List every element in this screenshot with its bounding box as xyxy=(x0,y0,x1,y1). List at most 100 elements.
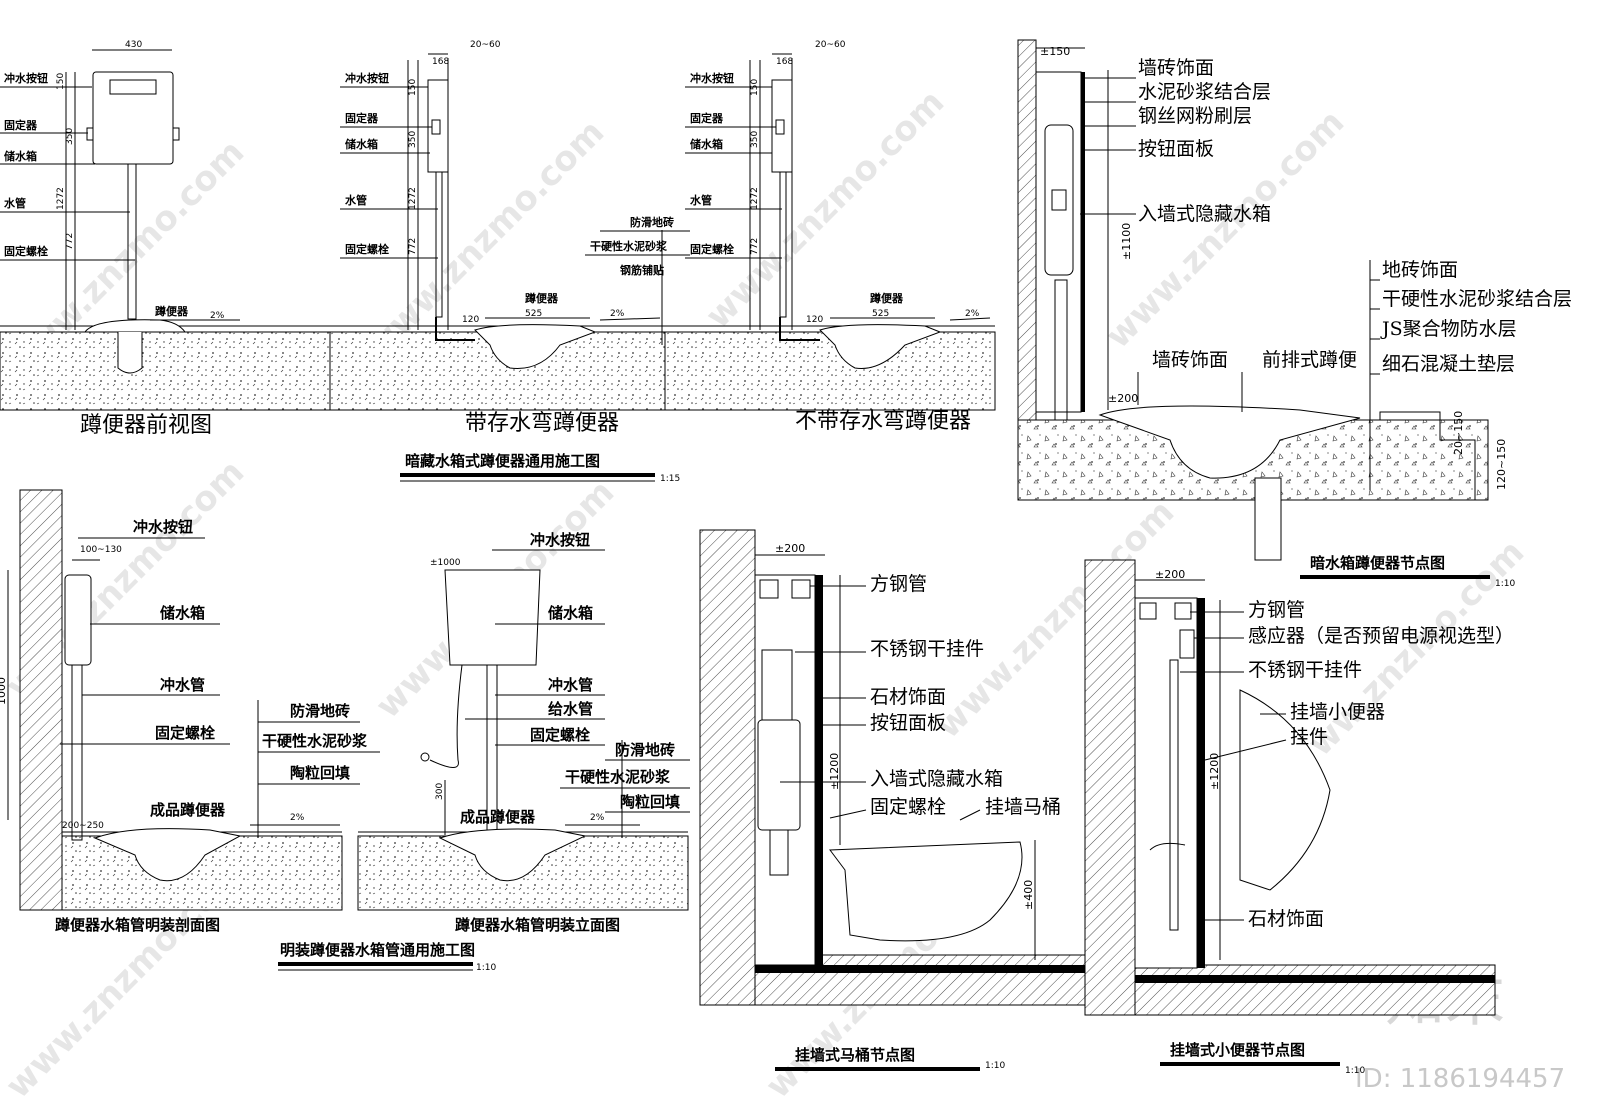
dim-b: 350 xyxy=(408,131,418,148)
diagram-wall-hung-toilet-node: ±200 ±1200 ±400 方钢管 不锈钢干挂件 石材饰面 按钮面板 入墙式… xyxy=(699,529,1091,1071)
front-squat-pan xyxy=(1098,405,1361,479)
group-title: 暗藏水箱式蹲便器通用施工图 xyxy=(405,452,600,470)
diagram-scale: 1:10 xyxy=(1495,579,1515,589)
label-floor-tile: 地砖饰面 xyxy=(1382,259,1458,281)
wall-toilet xyxy=(829,841,1023,942)
label-flush-button: 冲水按钮 xyxy=(530,531,590,549)
dim-f: 525 xyxy=(872,309,889,319)
label-bolt: 固定螺栓 xyxy=(155,724,215,742)
label-flush-button: 冲水按钮 xyxy=(345,71,389,85)
dim-r2: 120~150 xyxy=(1495,439,1508,490)
diagram-exposed-tank-elevation: ±1000 300 冲水按钮 储水箱 冲水管 给水管 固定螺栓 防滑地砖 干硬性… xyxy=(357,531,690,934)
label-slope: 2% xyxy=(610,309,625,319)
dim-h: 300 xyxy=(435,783,445,800)
label-concrete: 细石混凝土垫层 xyxy=(1382,353,1515,375)
label-fill: 陶粒回填 xyxy=(620,793,680,811)
label-flush-pipe: 冲水管 xyxy=(160,676,205,694)
label-mortar: 干硬性水泥砂浆 xyxy=(262,732,368,750)
label-slope: 2% xyxy=(590,813,605,823)
label-square-tube: 方钢管 xyxy=(1248,599,1305,621)
label-hidden-tank: 入墙式隐藏水箱 xyxy=(1138,203,1271,225)
label-fixer: 固定器 xyxy=(4,118,38,132)
label-tank: 储水箱 xyxy=(690,137,723,151)
group-scale: 1:15 xyxy=(660,474,680,484)
diagram-title: 蹲便器前视图 xyxy=(80,413,212,438)
label-tank: 储水箱 xyxy=(160,604,205,622)
dim-d: 772 xyxy=(408,238,418,255)
diagram-scale: 1:10 xyxy=(1345,1066,1365,1076)
label-hanger: 挂件 xyxy=(1290,726,1328,748)
label-wall-tile-2: 墙砖饰面 xyxy=(1152,349,1228,371)
label-stone: 石材饰面 xyxy=(870,686,946,708)
dim-b: 350 xyxy=(750,131,760,148)
label-dry-mortar: 干硬性水泥砂浆结合层 xyxy=(1382,288,1572,310)
label-rebar: 钢筋铺贴 xyxy=(620,263,664,277)
water-pipe xyxy=(127,163,137,320)
exposed-cistern xyxy=(444,569,541,666)
label-fixer: 固定器 xyxy=(345,111,379,125)
diagram-scale: 1:10 xyxy=(985,1061,1005,1071)
label-tank: 储水箱 xyxy=(4,149,37,163)
label-stone: 石材饰面 xyxy=(1248,908,1324,930)
diagram-squat-with-trap: 168 20~60 150 350 1272 772 120 525 冲水按钮 … xyxy=(329,40,690,436)
dim-top: ±200 xyxy=(1155,568,1185,581)
label-mortar: 干硬性水泥砂浆 xyxy=(590,239,668,253)
label-wall-toilet: 挂墙马桶 xyxy=(985,796,1061,818)
label-slope: 2% xyxy=(965,309,980,319)
dim-bottom: 200~250 xyxy=(62,821,104,831)
label-fill: 陶粒回填 xyxy=(290,764,350,782)
dim-box: 350 xyxy=(65,128,75,145)
dim-h1: 1272 xyxy=(56,187,66,210)
label-fixer: 固定器 xyxy=(690,111,724,125)
label-tile: 防滑地砖 xyxy=(290,702,350,720)
label-pan: 蹲便器 xyxy=(525,291,559,305)
dim-h: ±1200 xyxy=(828,753,841,790)
diagram-title: 带存水弯蹲便器 xyxy=(465,411,619,436)
dim-h2: ±400 xyxy=(1022,880,1035,910)
label-pan: 成品蹲便器 xyxy=(460,808,536,826)
dim-c: 1272 xyxy=(750,187,760,210)
dim-e: 120 xyxy=(462,315,479,325)
dim-h2: 772 xyxy=(65,233,75,250)
dim-h: 1000 xyxy=(0,677,8,705)
label-water-pipe: 水管 xyxy=(4,196,26,210)
label-bolt: 固定螺栓 xyxy=(345,242,389,256)
label-water-pipe: 水管 xyxy=(690,193,712,207)
label-water-pipe: 水管 xyxy=(345,193,367,207)
dim-e: 120 xyxy=(806,315,823,325)
in-wall-cistern xyxy=(757,719,801,831)
diagram-title: 蹲便器水箱管明装立面图 xyxy=(455,916,620,934)
diagram-squat-without-trap: 168 20~60 150 350 1272 772 120 525 冲水按钮 … xyxy=(664,40,996,434)
label-ss-hanger: 不锈钢干挂件 xyxy=(1248,659,1362,681)
dim-top: 100~130 xyxy=(80,545,122,555)
label-cement-layer: 水泥砂浆结合层 xyxy=(1138,81,1271,103)
label-tank: 储水箱 xyxy=(345,137,378,151)
label-tile: 防滑地砖 xyxy=(615,741,675,759)
dim-top: 20~60 xyxy=(815,40,846,50)
label-mortar: 干硬性水泥砂浆 xyxy=(565,768,671,786)
group-title: 明装蹲便器水箱管通用施工图 xyxy=(280,941,475,959)
label-bolt: 固定螺栓 xyxy=(4,244,48,258)
label-urinal: 挂墙小便器 xyxy=(1290,701,1385,723)
dim-d: 772 xyxy=(750,238,760,255)
group-scale: 1:10 xyxy=(476,963,496,973)
label-bolt: 固定螺栓 xyxy=(870,796,946,818)
dim-h: ±1100 xyxy=(1120,223,1133,260)
label-button-panel: 按钮面板 xyxy=(1138,138,1214,160)
label-tank: 储水箱 xyxy=(548,604,593,622)
dim-top: 150 xyxy=(56,73,66,90)
dim-top: ±200 xyxy=(775,542,805,555)
label-front-pan: 前排式蹲便 xyxy=(1262,349,1357,371)
label-flush-button: 冲水按钮 xyxy=(133,518,193,536)
diagram-title: 暗水箱蹲便器节点图 xyxy=(1310,554,1445,572)
dim-f: 525 xyxy=(525,309,542,319)
label-flush-button: 冲水按钮 xyxy=(690,71,734,85)
diagram-exposed-tank-section: 100~130 1000 200~250 冲水按钮 储水箱 冲水管 固定螺栓 防… xyxy=(0,489,380,934)
label-square-tube: 方钢管 xyxy=(870,573,927,595)
sensor xyxy=(1179,629,1195,659)
image-id: ID: 1186194457 xyxy=(1355,1064,1565,1094)
label-slope: 2% xyxy=(210,311,225,321)
label-flush-pipe: 冲水管 xyxy=(548,676,593,694)
dim-top: 20~60 xyxy=(470,40,501,50)
